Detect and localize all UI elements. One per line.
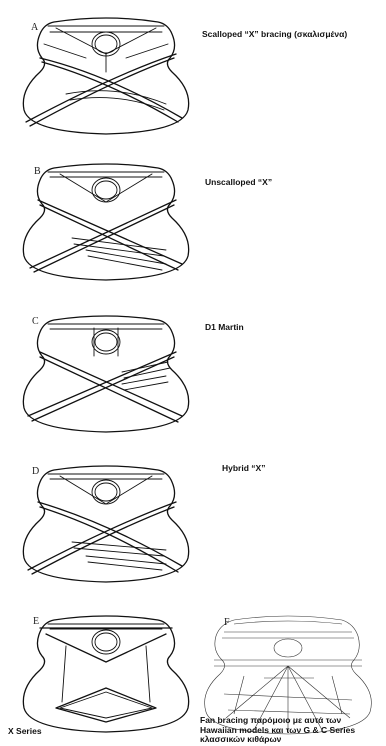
caption-d1-martin: D1 Martin (205, 322, 244, 332)
caption-x-series: X Series (8, 726, 42, 736)
caption-hybrid-x: Hybrid “X” (222, 463, 265, 473)
diagram-letter-f: F (224, 617, 230, 628)
diagram-letter-d: D (32, 466, 39, 477)
diagram-letter-a: A (31, 22, 38, 33)
diagram-a-scalloped-x (23, 18, 188, 134)
diagram-d-hybrid-x (23, 466, 188, 582)
caption-scalloped-x: Scalloped “X” bracing (σκαλισμένα) (202, 29, 347, 39)
diagram-letter-c: C (32, 316, 39, 327)
diagram-letter-b: B (34, 166, 41, 177)
diagram-b-unscalloped-x (23, 164, 188, 280)
caption-fan-bracing: Fan bracing παρόμοιο με αυτά των Hawaiia… (200, 716, 380, 746)
diagram-c-d1-martin (23, 316, 188, 432)
caption-unscalloped-x: Unscalloped “X” (205, 177, 272, 187)
diagram-e-x-series (23, 616, 188, 732)
diagram-letter-e: E (33, 616, 39, 627)
